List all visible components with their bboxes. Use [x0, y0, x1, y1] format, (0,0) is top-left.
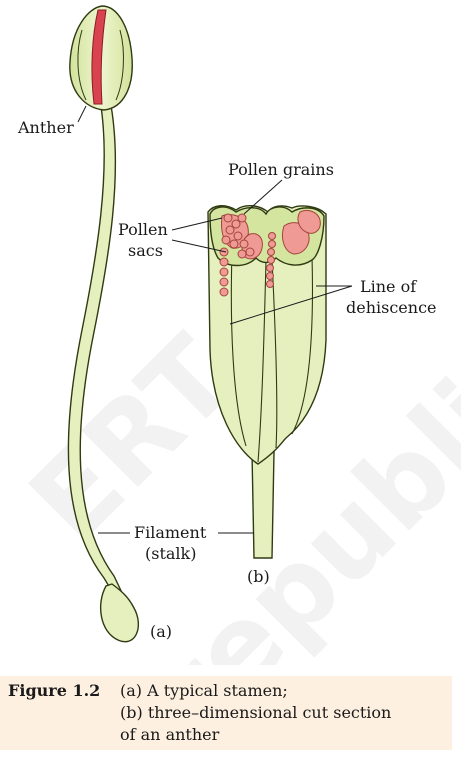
pollen-sac-4 — [297, 209, 321, 234]
filament-b — [251, 451, 275, 559]
label-pollen-grains: Pollen grains — [228, 160, 334, 179]
leader-lines — [77, 105, 353, 534]
figure-caption: Figure 1.2 (a) A typical stamen; (b) thr… — [0, 676, 452, 750]
label-part-b: (b) — [247, 567, 270, 586]
anther-connective — [91, 9, 107, 105]
pollen-sac-3 — [281, 222, 310, 255]
label-pollen-sacs-1: Pollen — [118, 220, 168, 239]
label-dehiscence-2: dehiscence — [346, 298, 437, 317]
caption-line-3: of an anther — [120, 725, 220, 744]
stamen-figure: ERT republished — [5, 5, 461, 665]
label-filament-1: Filament — [134, 523, 207, 542]
label-anther: Anther — [18, 118, 74, 137]
caption-line-2: (b) three–dimensional cut section — [120, 703, 392, 722]
label-part-a: (a) — [150, 622, 173, 641]
pollen-grains — [219, 213, 276, 297]
label-dehiscence-1: Line of — [360, 277, 417, 296]
caption-line-1: (a) A typical stamen; — [120, 681, 288, 700]
filament-base — [99, 583, 139, 643]
anther-body — [207, 205, 327, 465]
label-filament-2: (stalk) — [145, 544, 197, 563]
caption-title: Figure 1.2 — [8, 681, 101, 700]
stamen-a — [67, 5, 139, 643]
label-pollen-sacs-2: sacs — [128, 241, 163, 260]
